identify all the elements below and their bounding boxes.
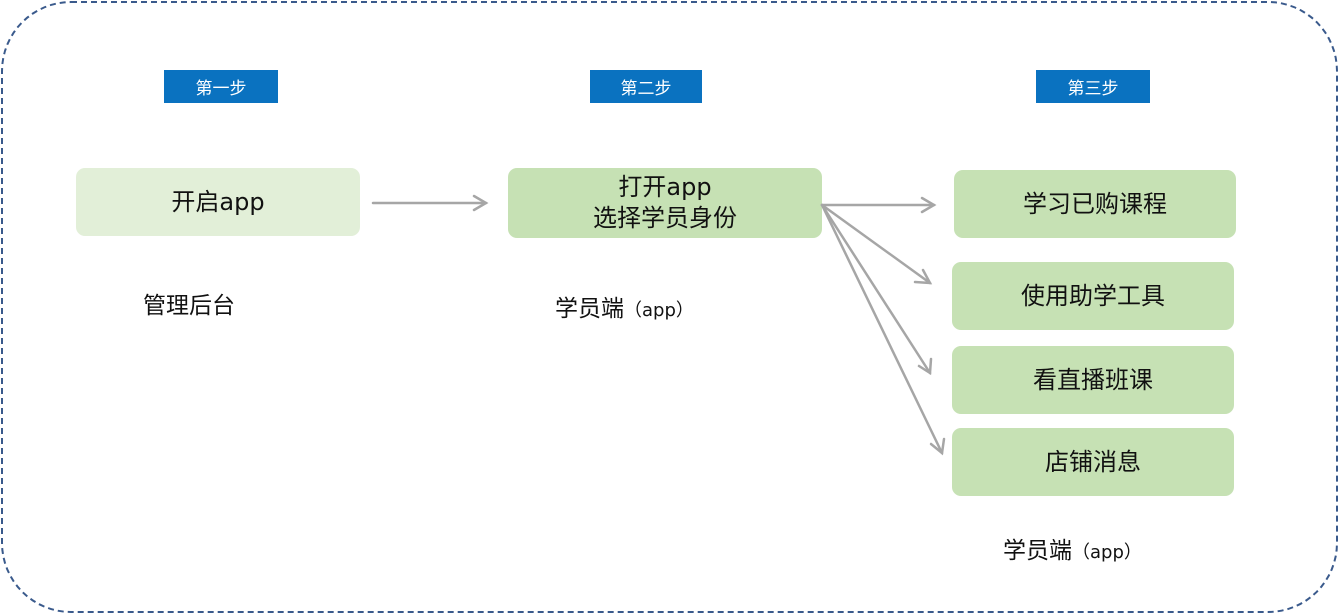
- arrow-to-learn-courses: [820, 196, 937, 214]
- open-app-text: 开启app: [171, 187, 265, 216]
- store-messages-text: 店铺消息: [1045, 447, 1141, 476]
- step-2-badge: 第二步: [590, 70, 702, 103]
- app-paren-text: （app）: [624, 300, 694, 321]
- study-tools-text: 使用助学工具: [1021, 281, 1165, 310]
- student-app-label-1: 学员端（app）: [555, 289, 694, 323]
- arrow-step1-to-step2: [371, 194, 489, 212]
- arrow-to-live-class: [820, 203, 933, 376]
- study-tools-box: 使用助学工具: [952, 262, 1234, 330]
- student-app-label-2: 学员端（app）: [1003, 531, 1142, 565]
- live-class-box: 看直播班课: [952, 346, 1234, 414]
- student-app-text: 学员端: [555, 296, 624, 322]
- learn-courses-text: 学习已购课程: [1023, 189, 1167, 218]
- store-messages-box: 店铺消息: [952, 428, 1234, 496]
- open-app-box: 开启app: [76, 168, 360, 236]
- open-app-line: 打开app: [618, 173, 712, 201]
- step-1-badge: 第一步: [164, 70, 278, 103]
- app-paren-text: （app）: [1072, 542, 1142, 563]
- live-class-text: 看直播班课: [1033, 365, 1153, 394]
- arrow-to-study-tools: [820, 203, 933, 285]
- open-app-select-identity-box: 打开app 选择学员身份: [508, 168, 822, 238]
- admin-backend-label: 管理后台: [143, 293, 235, 319]
- student-app-text: 学员端: [1003, 538, 1072, 564]
- arrow-to-store-messages: [820, 203, 946, 456]
- select-identity-line: 选择学员身份: [593, 204, 737, 232]
- step-3-badge: 第三步: [1036, 70, 1150, 103]
- learn-courses-box: 学习已购课程: [954, 170, 1236, 238]
